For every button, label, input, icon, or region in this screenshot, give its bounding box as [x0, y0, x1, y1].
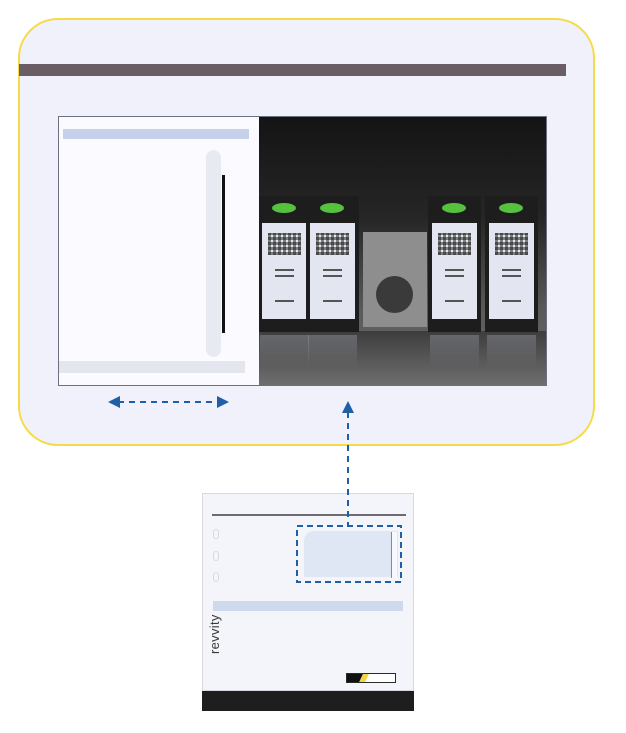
window-edge	[391, 532, 397, 578]
cartridge-grid	[438, 233, 471, 255]
up-arrow-icon	[342, 401, 354, 525]
status-led	[442, 203, 466, 213]
cartridge-face	[262, 223, 307, 319]
cartridge	[485, 196, 538, 367]
cartridge	[306, 196, 359, 367]
cartridge-face	[432, 223, 477, 319]
cartridge-grid	[495, 233, 528, 255]
sliding-door[interactable]	[59, 117, 259, 385]
door-handle-groove	[222, 175, 225, 333]
cartridge-line	[275, 275, 294, 277]
status-led	[499, 203, 523, 213]
cartridge-line	[445, 269, 464, 271]
instrument-strip	[213, 601, 403, 611]
cartridge-line	[502, 269, 521, 271]
status-led	[320, 203, 344, 213]
side-button[interactable]	[213, 572, 219, 582]
cartridge-reflection	[487, 335, 536, 367]
side-button[interactable]	[213, 551, 219, 561]
cartridge-line	[275, 300, 294, 302]
left-right-arrow-icon	[108, 396, 229, 408]
cartridge-reflection	[308, 335, 357, 367]
cartridge	[258, 196, 311, 367]
side-button[interactable]	[213, 529, 219, 539]
cartridge-line	[445, 275, 464, 277]
cartridge-line	[323, 269, 342, 271]
zoom-region-marker	[296, 525, 402, 583]
cartridge-face	[489, 223, 534, 319]
status-indicator	[346, 673, 396, 683]
door-handle[interactable]	[206, 150, 221, 357]
instrument-top-line	[212, 514, 406, 516]
cartridge-reflection	[260, 335, 309, 367]
bay-floor	[259, 331, 546, 385]
cartridge-line	[445, 300, 464, 302]
cartridge-line	[275, 269, 294, 271]
cartridge-line	[502, 300, 521, 302]
cartridge	[428, 196, 481, 367]
door-bottom-strip	[59, 361, 245, 373]
dock-knob	[376, 276, 413, 313]
status-led	[272, 203, 296, 213]
door-top-strip	[63, 129, 249, 139]
cartridge-face	[310, 223, 355, 319]
cartridge-grid	[268, 233, 301, 255]
center-dock	[363, 232, 427, 327]
instrument-bay	[58, 116, 547, 386]
cartridge-line	[323, 300, 342, 302]
cartridge-line	[502, 275, 521, 277]
cartridge-reflection	[430, 335, 479, 367]
cartridge-grid	[316, 233, 349, 255]
indicator-fill	[347, 674, 363, 682]
callout-top-bar	[19, 64, 566, 76]
cartridge-line	[323, 275, 342, 277]
instrument-base	[202, 691, 414, 711]
instrument-window	[304, 531, 398, 577]
